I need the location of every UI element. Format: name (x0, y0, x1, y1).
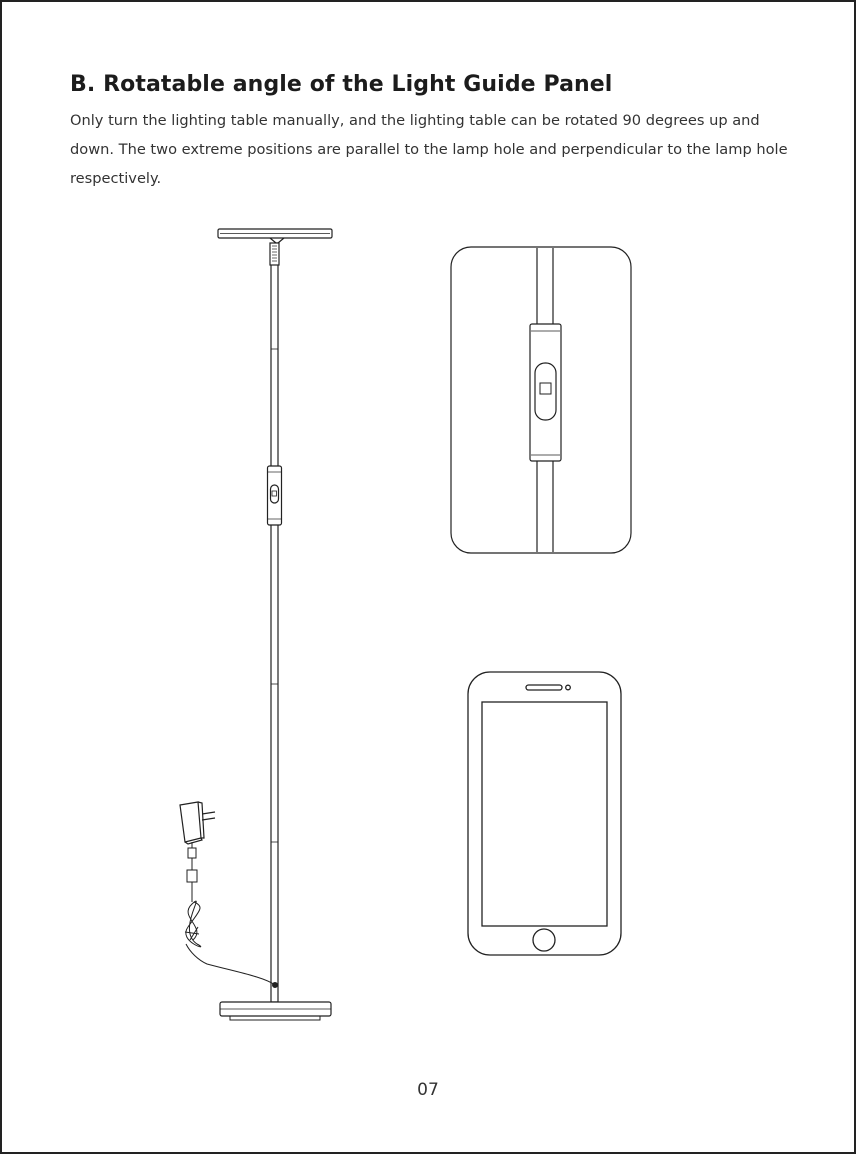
phone-camera (565, 684, 571, 691)
lamp-base (219, 992, 332, 1021)
floor-lamp-illustration (179, 228, 333, 1021)
smartphone-icon (467, 671, 622, 956)
lamp-pole (269, 242, 280, 992)
lamp-switch-housing (266, 465, 283, 526)
power-cable (184, 842, 278, 988)
section-title: B. Rotatable angle of the Light Guide Pa… (70, 72, 613, 97)
lamp-head-panel (217, 228, 333, 244)
switch-closeup-illustration (450, 246, 632, 554)
phone-speaker (525, 684, 563, 691)
page-number: 07 (417, 1080, 439, 1100)
phone-screen (481, 701, 608, 927)
switch-slot (534, 362, 557, 421)
section-description: Only turn the lighting table manually, a… (70, 112, 788, 187)
power-adapter-icon (179, 801, 216, 845)
phone-body (467, 671, 622, 956)
switch-button-icon (539, 382, 552, 395)
phone-home-button (532, 928, 556, 952)
